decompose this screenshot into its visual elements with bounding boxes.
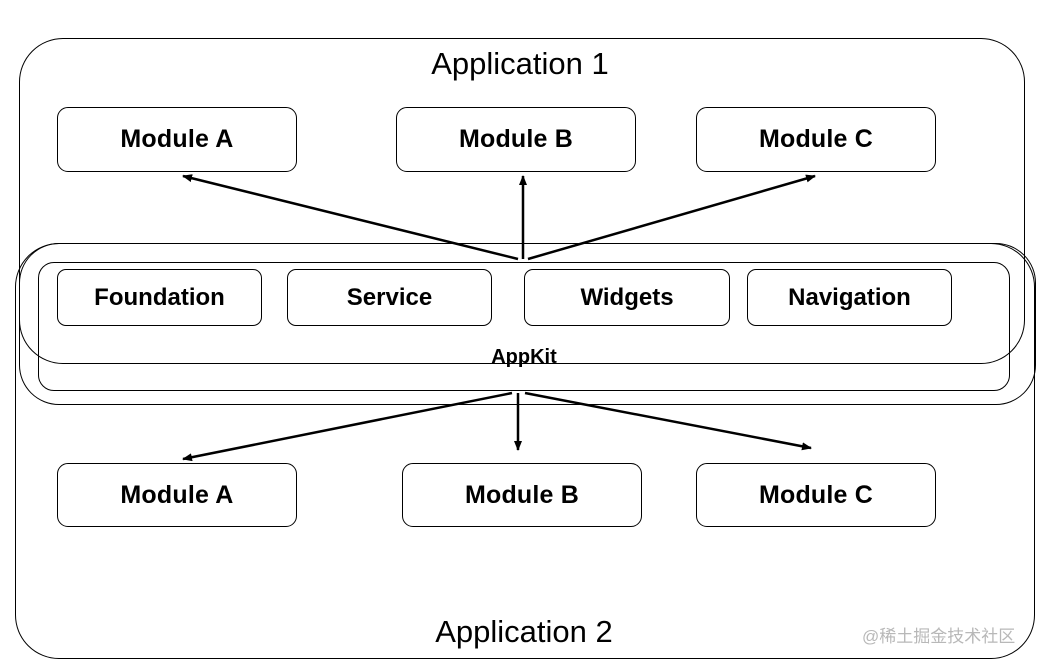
appkit-navigation: Navigation — [747, 269, 952, 326]
watermark-text: @稀土掘金技术社区 — [862, 627, 1016, 646]
app1-module-a: Module A — [57, 107, 297, 172]
appkit-label: AppKit — [491, 346, 557, 368]
appkit-foundation: Foundation — [57, 269, 262, 326]
app2-module-c: Module C — [696, 463, 936, 527]
appkit-widgets: Widgets — [524, 269, 730, 326]
app2-module-a: Module A — [57, 463, 297, 527]
application-2-title: Application 2 — [435, 614, 613, 649]
appkit-inner-frame — [38, 262, 1010, 391]
app1-module-b: Module B — [396, 107, 636, 172]
application-1-frame — [19, 38, 1025, 364]
appkit-service: Service — [287, 269, 492, 326]
app1-module-c: Module C — [696, 107, 936, 172]
application-1-title: Application 1 — [431, 46, 609, 81]
app2-module-b: Module B — [402, 463, 642, 527]
